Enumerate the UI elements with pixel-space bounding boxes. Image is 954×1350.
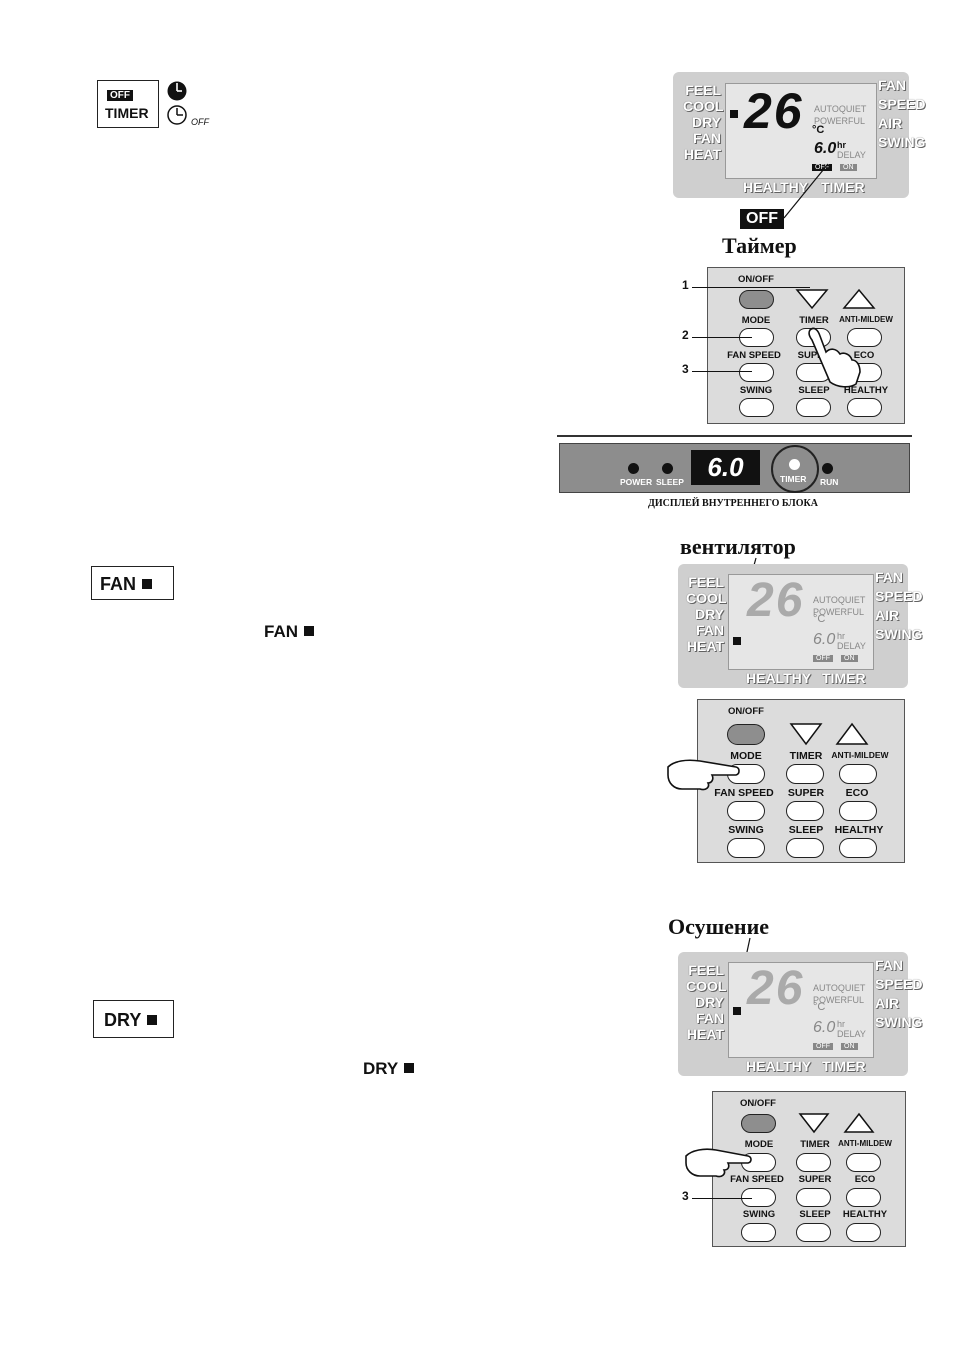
mode-indicator-fan bbox=[733, 637, 741, 645]
healthy-button[interactable] bbox=[847, 398, 882, 417]
dry-inline-label: DRY bbox=[363, 1059, 415, 1079]
dry-callout-3: 3 bbox=[682, 1189, 689, 1203]
clock-off-icon bbox=[167, 105, 187, 125]
timer-button[interactable] bbox=[786, 764, 824, 784]
sleep-button[interactable] bbox=[796, 1223, 831, 1242]
fan-mode-box: FAN bbox=[91, 566, 174, 600]
big-off-tag: OFF bbox=[740, 209, 784, 229]
off-pointer-line bbox=[783, 163, 829, 219]
remote-fan: ON/OFF MODE TIMER ANTI-MILDEW FAN SPEED … bbox=[697, 699, 905, 863]
anti-mildew-button[interactable] bbox=[839, 764, 877, 784]
lcd-temp: 26 bbox=[744, 83, 804, 139]
mode-indicator-dry bbox=[733, 1007, 741, 1015]
fan-inline-label: FAN bbox=[264, 622, 314, 642]
clock-icon bbox=[167, 81, 187, 101]
dry-caption: Осушение bbox=[668, 914, 770, 939]
fan-speed-button[interactable] bbox=[727, 801, 765, 821]
super-button[interactable] bbox=[786, 801, 824, 821]
eco-button[interactable] bbox=[846, 1188, 881, 1207]
timer-off-box: OFF TIMER bbox=[97, 80, 159, 128]
timer-button[interactable] bbox=[796, 1153, 831, 1172]
healthy-button[interactable] bbox=[846, 1223, 881, 1242]
indoor-display-value: 6.0 bbox=[707, 452, 744, 482]
lcd-display-timer: FEEL COOL DRY FAN HEAT 26 °C AUTOQUIET P… bbox=[673, 72, 925, 198]
callout-3: 3 bbox=[682, 362, 689, 376]
lcd-modes: FEEL COOL DRY FAN HEAT bbox=[683, 82, 724, 162]
pointing-hand-icon bbox=[685, 1148, 752, 1178]
timer-up-icon[interactable] bbox=[843, 1112, 875, 1134]
sleep-button[interactable] bbox=[796, 398, 831, 417]
fan-caption: вентилятор bbox=[680, 534, 796, 559]
remote-dry: ON/OFF MODE TIMER ANTI-MILDEW FAN SPEED … bbox=[712, 1091, 906, 1247]
anti-mildew-button[interactable] bbox=[847, 328, 882, 347]
clock-off-sub: OFF bbox=[191, 117, 209, 127]
indoor-display: POWER SLEEP 6.0 TIMER RUN bbox=[559, 443, 910, 493]
timer-up-icon[interactable] bbox=[842, 288, 876, 310]
sleep-button[interactable] bbox=[786, 838, 824, 858]
timer-caption: Таймер bbox=[722, 233, 797, 258]
section-divider bbox=[557, 435, 912, 437]
lcd-timer-value: 6.0 bbox=[814, 140, 837, 157]
fan-speed-button[interactable] bbox=[739, 363, 774, 382]
pointing-hand-icon bbox=[808, 327, 861, 388]
swing-button[interactable] bbox=[741, 1223, 776, 1242]
swing-button[interactable] bbox=[739, 398, 774, 417]
lcd-off-badge: OFF bbox=[812, 164, 832, 171]
remote-timer: ON/OFF MODE TIMER ANTI-MILDEW FAN SPEED … bbox=[707, 267, 905, 424]
timer-down-icon[interactable] bbox=[798, 1112, 830, 1134]
eco-button[interactable] bbox=[839, 801, 877, 821]
callout-1: 1 bbox=[682, 278, 689, 292]
swing-button[interactable] bbox=[727, 838, 765, 858]
mode-indicator-cool bbox=[730, 110, 738, 118]
on-off-button[interactable] bbox=[741, 1114, 776, 1133]
on-off-button[interactable] bbox=[739, 290, 774, 309]
dry-mode-box: DRY bbox=[93, 1000, 174, 1038]
timer-box-label: TIMER bbox=[105, 105, 149, 121]
fan-speed-button[interactable] bbox=[741, 1188, 776, 1207]
timer-up-icon[interactable] bbox=[835, 722, 869, 746]
indoor-display-caption: ДИСПЛЕЙ ВНУТРЕННЕГО БЛОКА bbox=[648, 498, 818, 509]
lcd-display-fan: FEEL COOL DRY FAN HEAT 26 °C AUTOQUIET P… bbox=[678, 564, 922, 688]
timer-down-icon[interactable] bbox=[789, 722, 823, 746]
healthy-button[interactable] bbox=[839, 838, 877, 858]
super-button[interactable] bbox=[796, 1188, 831, 1207]
timer-off-tag: OFF bbox=[107, 90, 133, 101]
pointing-hand-icon bbox=[667, 759, 740, 791]
anti-mildew-button[interactable] bbox=[846, 1153, 881, 1172]
callout-2: 2 bbox=[682, 328, 689, 342]
lcd-display-dry: FEEL COOL DRY FAN HEAT 26 °C AUTOQUIET P… bbox=[678, 952, 922, 1076]
timer-down-icon[interactable] bbox=[795, 288, 829, 310]
on-off-button[interactable] bbox=[727, 724, 765, 745]
